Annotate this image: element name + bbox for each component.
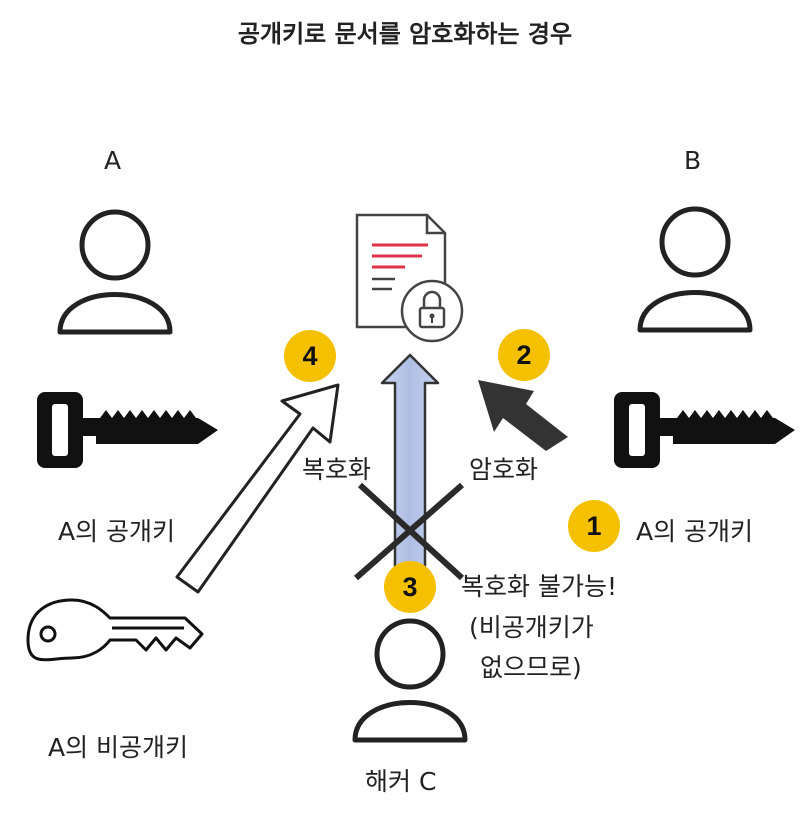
decrypt-arrow xyxy=(175,383,340,594)
blocked-x-icon xyxy=(354,482,465,581)
private-key-icon xyxy=(26,598,204,662)
person-a-icon xyxy=(57,209,173,335)
step-1-badge: 1 xyxy=(568,500,620,552)
party-b-label: B xyxy=(684,146,702,175)
hacker-label: 해커 C xyxy=(365,767,437,796)
encrypt-arrow xyxy=(478,380,568,451)
step-3-badge: 3 xyxy=(384,561,436,613)
decrypt-label: 복호화 xyxy=(302,455,372,484)
hacker-icon xyxy=(352,618,468,743)
encrypted-document-icon xyxy=(355,213,464,343)
diagram-title: 공개키로 문서를 암호화하는 경우 xyxy=(237,20,573,48)
public-key-right-icon xyxy=(614,392,795,468)
step-2-badge: 2 xyxy=(498,329,550,381)
person-b-icon xyxy=(637,206,753,333)
a-private-key-label: A의 비공개키 xyxy=(48,733,189,762)
cannot-decrypt-line-3: 없으므로) xyxy=(480,653,582,682)
cannot-decrypt-line-2: (비공개키가 xyxy=(469,613,594,642)
party-a-label: A xyxy=(104,146,122,175)
a-public-key-label-right: A의 공개키 xyxy=(636,517,754,546)
cannot-decrypt-line-1: 복호화 불가능! xyxy=(461,572,617,601)
encrypt-label: 암호화 xyxy=(469,455,539,484)
public-key-left-icon xyxy=(37,392,218,468)
a-public-key-label-left: A의 공개키 xyxy=(58,517,176,546)
step-4-badge: 4 xyxy=(284,330,336,382)
